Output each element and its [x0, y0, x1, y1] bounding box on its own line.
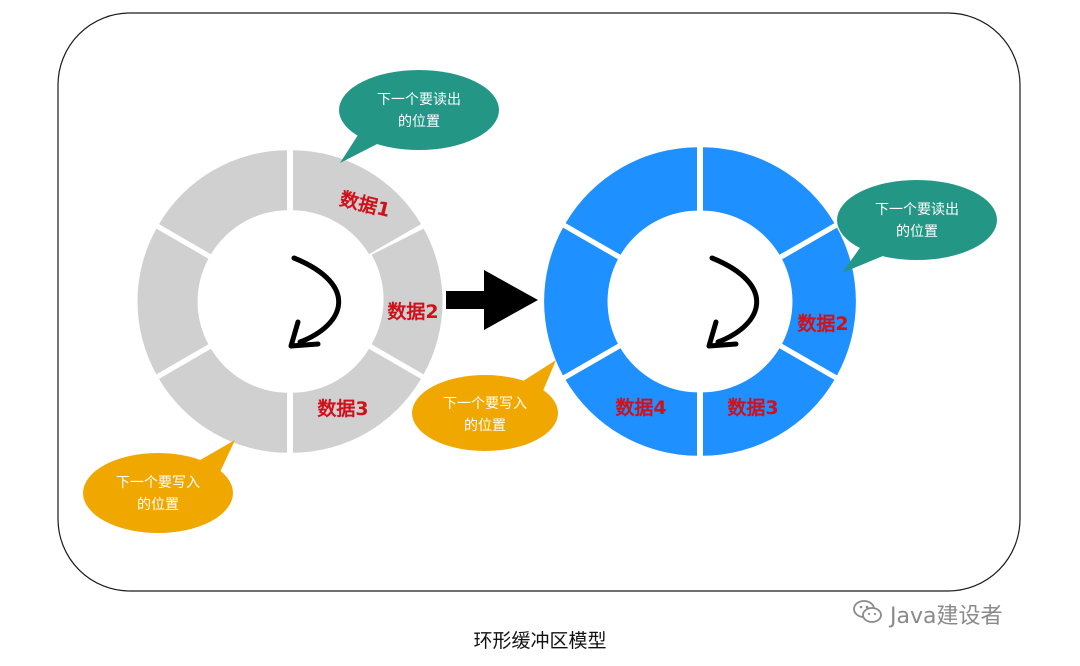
bubble-right-read-line1: 下一个要读出	[875, 201, 959, 218]
bubble-middle-write-line1: 下一个要写入	[443, 396, 527, 412]
right-segment-4	[565, 348, 697, 456]
bubble-right-read: 下一个要读出 的位置	[837, 180, 997, 273]
bubble-middle-write-line2: 的位置	[464, 418, 506, 434]
left-label-3: 数据3	[317, 397, 368, 420]
right-segment-1	[703, 147, 835, 255]
watermark: Java建设者	[852, 596, 1052, 629]
diagram-caption: 环形缓冲区模型	[473, 630, 607, 652]
bubble-left-read-line1: 下一个要读出	[377, 91, 461, 108]
bubble-right-read-body	[837, 180, 997, 260]
left-rotation-arrowhead	[288, 319, 321, 349]
left-label-2: 数据2	[387, 300, 438, 323]
right-segment-6	[565, 147, 697, 255]
left-segment-2	[371, 228, 443, 375]
bubble-middle-write-body	[412, 375, 558, 451]
right-rotation-arrowhead	[706, 319, 739, 349]
bubble-left-read: 下一个要读出 的位置	[339, 70, 499, 163]
right-segment-2	[782, 227, 856, 376]
bubble-left-write-line2: 的位置	[137, 497, 179, 513]
left-segment-5	[137, 228, 209, 375]
bubble-left-read-body	[339, 70, 499, 150]
left-segment-4	[159, 348, 287, 453]
right-segment-5	[544, 227, 618, 376]
left-segment-3	[293, 348, 421, 453]
transition-arrow	[446, 270, 538, 330]
bubble-left-write-body	[83, 453, 233, 533]
right-segment-3	[703, 348, 835, 456]
left-segment-6	[159, 150, 287, 255]
watermark-text: Java建设者	[890, 604, 1003, 629]
right-label-2: 数据3	[727, 396, 778, 419]
right-label-1: 数据2	[797, 312, 848, 335]
bubble-left-write: 下一个要写入 的位置	[83, 440, 235, 533]
wechat-icon	[853, 600, 882, 623]
outer-frame	[57, 12, 1021, 592]
bubble-left-write-line1: 下一个要写入	[116, 475, 200, 491]
left-segment-1	[293, 150, 421, 255]
right-label-3: 数据4	[615, 396, 666, 419]
bubble-left-read-line2: 的位置	[398, 114, 440, 130]
left-ring: 数据1 数据2 数据3	[137, 150, 443, 453]
bubble-right-read-line2: 的位置	[896, 224, 938, 240]
left-rotation-arrow	[291, 255, 342, 345]
right-rotation-arrow	[709, 255, 760, 345]
right-ring: 数据2 数据3 数据4	[544, 147, 856, 456]
bubble-middle-write: 下一个要写入 的位置	[412, 360, 558, 451]
